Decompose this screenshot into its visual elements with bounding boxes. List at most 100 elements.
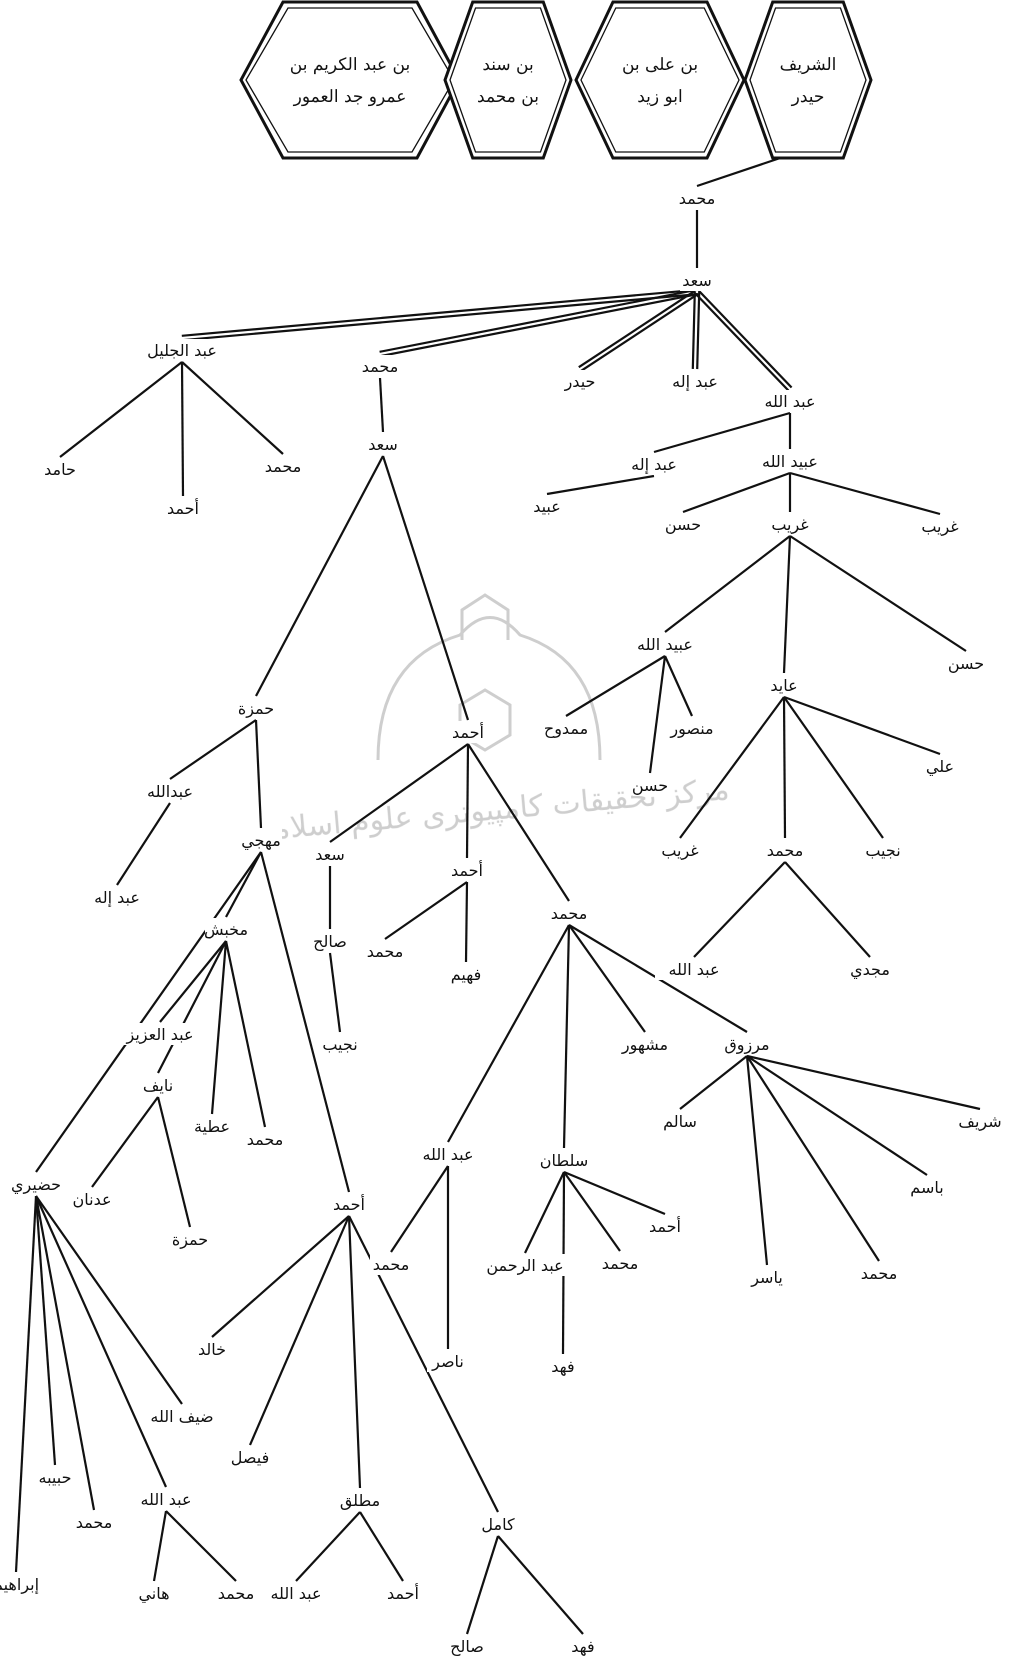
tree-edge	[224, 940, 267, 1128]
tree-node-muhammad_c: محمد	[265, 457, 302, 476]
tree-edge	[359, 1511, 404, 1582]
node-label-backing	[923, 755, 957, 777]
node-label-backing	[666, 717, 718, 739]
tree-edge	[379, 288, 697, 353]
tree-edge	[782, 696, 787, 839]
tree-edge	[648, 655, 667, 774]
tree-edge	[562, 924, 571, 1149]
tree-node-ayid: عايد	[770, 676, 797, 695]
tree-node-ghurayb_a: غريب	[771, 515, 808, 535]
node-label-backing	[364, 940, 406, 962]
tree-edge	[165, 1510, 237, 1582]
node-label-backing	[526, 495, 568, 517]
tree-edge	[783, 695, 941, 756]
tree-node-ahmad_d: أحمد	[333, 1194, 365, 1214]
tree-edge	[568, 924, 646, 1033]
tree-node-saad_top: سعد	[682, 271, 712, 290]
tree-node-hamza_a: حمزة	[238, 699, 274, 719]
tree-node-mansur: منصور	[669, 719, 713, 739]
tree-edge	[580, 292, 699, 372]
node-label-backing	[409, 1143, 487, 1165]
tree-node-muhammad_l: محمد	[218, 1584, 255, 1603]
tree-edge	[328, 952, 342, 1033]
tree-edge	[783, 696, 884, 839]
node-label-backing	[862, 839, 904, 861]
tree-edge	[34, 1195, 57, 1466]
tree-edge	[259, 851, 351, 1193]
node-label-backing	[949, 652, 983, 674]
tree-edge	[691, 291, 696, 369]
node-label-backing	[477, 1254, 573, 1276]
tree-edge	[156, 1096, 192, 1228]
tree-edge	[384, 881, 468, 940]
node-label-backing	[746, 1266, 788, 1288]
tree-edge	[14, 1195, 38, 1573]
tree-node-dayfallah: ضيف الله	[150, 1407, 213, 1426]
node-label-backing	[659, 1110, 701, 1132]
tree-edge	[390, 1165, 449, 1253]
node-label-backing	[447, 721, 489, 743]
tree-node-muhji: مهجي	[241, 831, 281, 851]
tree-node-muhammad_h: محمد	[373, 1255, 410, 1274]
tree-node-sharif: شريف	[958, 1112, 1001, 1132]
hexagon-text-line: حيدر	[791, 87, 825, 107]
tree-node-muhammad_f: محمد	[551, 904, 588, 923]
node-label-backing	[849, 958, 891, 980]
tree-edge	[169, 719, 257, 780]
node-label-backing	[751, 390, 829, 412]
node-label-backing	[919, 515, 961, 537]
tree-node-fahd_b: فهد	[571, 1637, 594, 1657]
tree-node-ubaydallah: عبيد الله	[762, 452, 818, 471]
tree-node-majdi: مجدي	[850, 960, 890, 980]
tree-node-haydar: حيدر	[564, 372, 596, 392]
node-label-backing	[382, 1582, 424, 1604]
node-label-backing	[235, 697, 277, 719]
tree-node-fahim: فهيم	[451, 965, 482, 985]
node-label-backing	[477, 1513, 519, 1535]
tree-edge	[181, 288, 697, 337]
tree-edge	[663, 655, 694, 717]
tree-node-saad_b: سعد	[368, 435, 398, 454]
node-label-backing	[655, 958, 733, 980]
tree-node-adnan: عدنان	[72, 1190, 111, 1209]
tree-node-abdilah_a: عبد إله	[672, 372, 718, 391]
tree-node-abdilah_b: عبد إله	[631, 455, 677, 474]
hexagon-text-line: بن عبد الكريم بن	[290, 55, 410, 75]
tree-edge	[682, 471, 791, 514]
node-label-backing	[191, 1338, 233, 1360]
node-label-backing	[0, 1573, 51, 1595]
tree-node-ahmad_c: أحمد	[451, 860, 483, 880]
node-label-backing	[769, 513, 811, 535]
tree-node-hasan_c: حسن	[632, 776, 668, 796]
node-label-backing	[721, 1033, 773, 1055]
node-label-backing	[39, 458, 81, 480]
tree-edge	[329, 743, 469, 843]
tree-node-abduljalil: عبد الجليل	[147, 341, 217, 360]
tree-edge	[789, 471, 941, 516]
node-label-backing	[858, 1262, 900, 1284]
node-label-backing	[540, 717, 592, 739]
tree-node-najib_a: نجيب	[865, 841, 900, 860]
node-label-backing	[621, 633, 709, 655]
tree-edge	[653, 411, 791, 454]
tree-edge	[380, 293, 698, 358]
node-label-backing	[370, 1253, 412, 1275]
tree-node-hamid: حامد	[44, 460, 76, 479]
tree-edge	[378, 377, 385, 433]
tree-edge	[254, 719, 263, 829]
node-label-backing	[137, 1074, 179, 1096]
node-label-backing	[746, 450, 834, 472]
tree-edge	[180, 361, 185, 497]
tree-edge	[255, 455, 384, 697]
tree-node-ali: علي	[926, 757, 954, 777]
tree-edge	[664, 535, 791, 633]
tree-node-yasir: ياسر	[750, 1268, 783, 1288]
tree-node-muhammad_i: محمد	[602, 1254, 639, 1273]
tree-node-faysal: فيصل	[231, 1448, 269, 1467]
tree-node-muhammad_j: محمد	[861, 1264, 898, 1283]
node-label-backing	[82, 886, 152, 908]
tree-edge	[59, 361, 183, 458]
